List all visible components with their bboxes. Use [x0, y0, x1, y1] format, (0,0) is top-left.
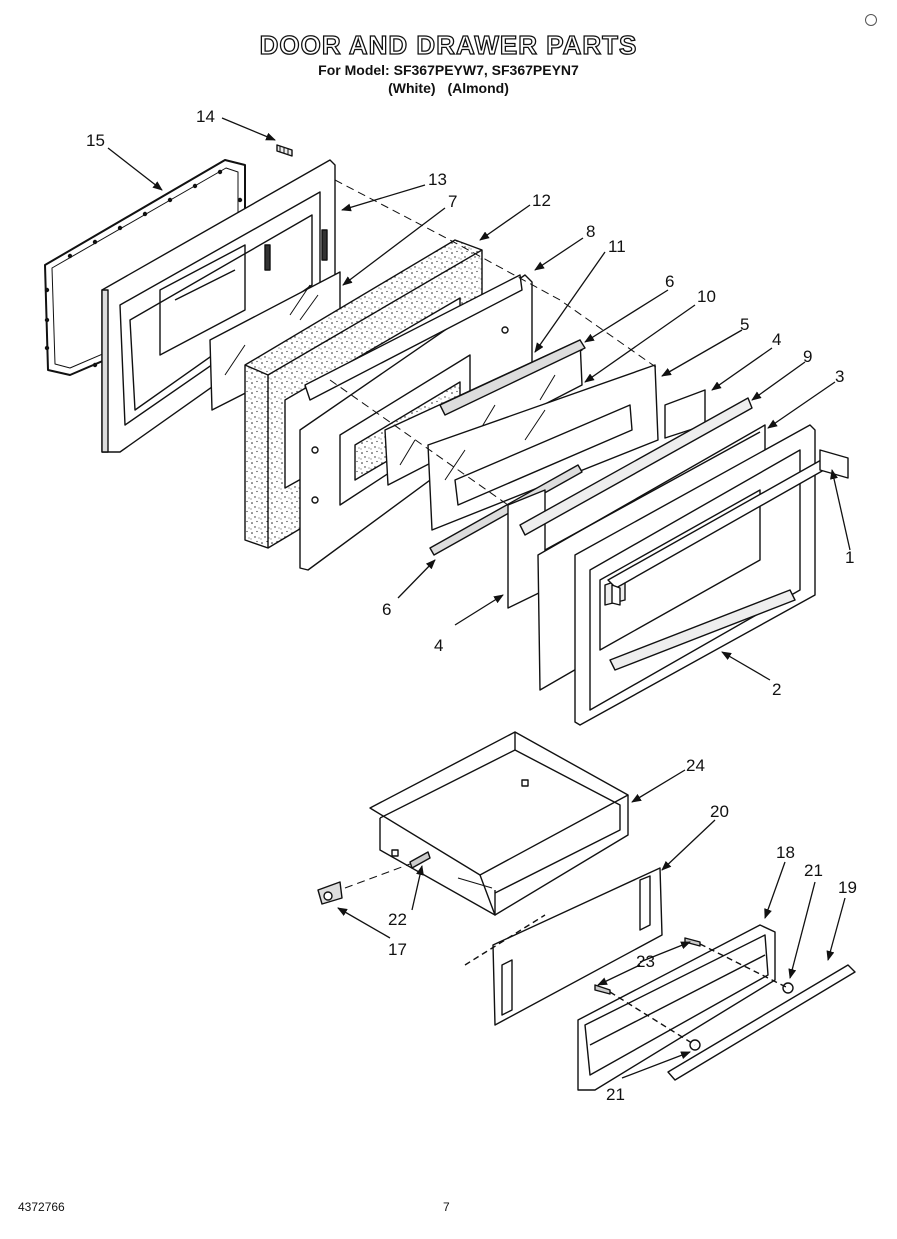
callout-21-lower: 21: [606, 1085, 625, 1104]
callout-3: 3: [835, 367, 844, 386]
callout-8: 8: [586, 222, 595, 241]
callout-2: 2: [772, 680, 781, 699]
variant-line: (White) (Almond): [0, 80, 897, 96]
variant-almond: (Almond): [447, 80, 509, 96]
callout-6-lower: 6: [382, 600, 391, 619]
variant-white: (White): [388, 80, 436, 96]
hardware-guide-lines: [609, 943, 789, 1046]
callout-6-upper: 6: [665, 272, 674, 291]
callout-1: 1: [845, 548, 854, 567]
part-20-drawer-inner-panel: [464, 867, 663, 1026]
callout-12: 12: [532, 191, 551, 210]
document-number: 4372766: [18, 1200, 65, 1214]
part-21-bumper-upper: [782, 982, 794, 994]
callout-18: 18: [776, 843, 795, 862]
callout-4-lower: 4: [434, 636, 443, 655]
callout-17: 17: [388, 940, 407, 959]
callout-13: 13: [428, 170, 447, 189]
part-23-screw-upper: [684, 937, 701, 947]
part-7-inner-glass: [209, 271, 341, 411]
callout-5: 5: [740, 315, 749, 334]
callout-11: 11: [608, 237, 626, 256]
callout-14: 14: [196, 107, 215, 126]
part-23-screw-lower: [594, 984, 611, 995]
model-line: For Model: SF367PEYW7, SF367PEYN7: [318, 62, 579, 78]
page-title: DOOR AND DRAWER PARTS: [259, 29, 638, 60]
callout-22: 22: [388, 910, 407, 929]
callout-19: 19: [838, 878, 857, 897]
callout-20: 20: [710, 802, 729, 821]
callout-21-upper: 21: [804, 861, 823, 880]
part-19-drawer-trim: [667, 964, 856, 1081]
registration-mark: [865, 14, 877, 26]
callout-24: 24: [686, 756, 705, 775]
callout-23: 23: [636, 952, 655, 971]
callout-4-upper: 4: [772, 330, 781, 349]
callout-10: 10: [697, 287, 716, 306]
part-6-lower-channel: [429, 464, 583, 556]
part-9-trim: [519, 397, 753, 536]
part-18-drawer-front: [577, 924, 776, 1091]
page-number: 7: [443, 1200, 450, 1214]
part-17-roller: [317, 881, 343, 905]
callout-9: 9: [803, 347, 812, 366]
leader-arrows: [107, 117, 851, 1079]
callout-15: 15: [86, 131, 105, 150]
part-24-drawer-box: [369, 731, 629, 916]
callout-7: 7: [448, 192, 457, 211]
alignment-lines: [329, 179, 661, 889]
part-14-screw: [276, 144, 293, 157]
part-1-handle: [607, 449, 849, 606]
part-6-upper-channel: [439, 339, 586, 416]
